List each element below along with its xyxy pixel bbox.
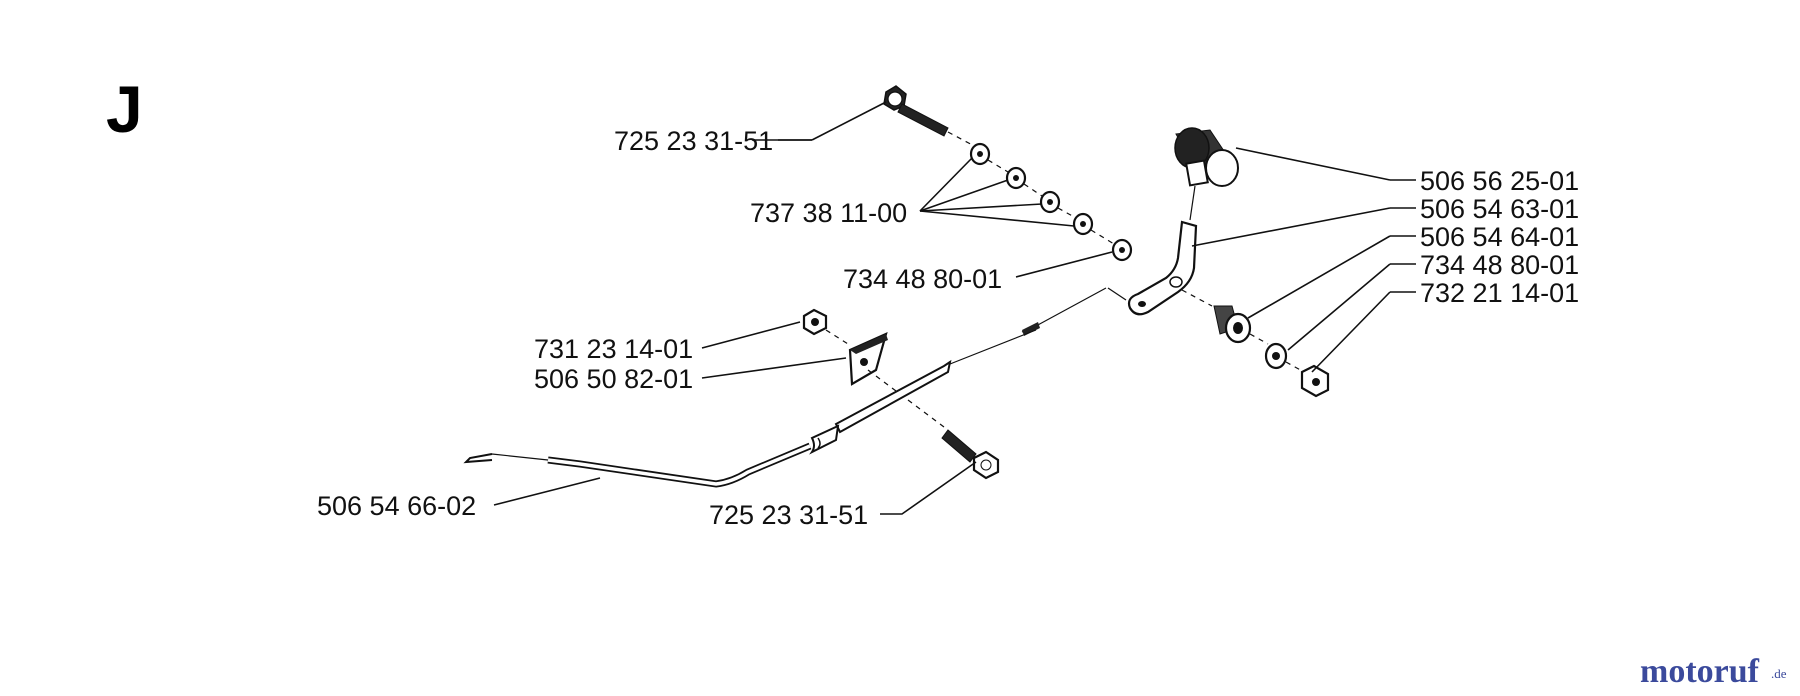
label-bracket-clip: 506 50 82-01 — [534, 364, 693, 394]
section-letter: J — [106, 72, 143, 146]
label-washer-right: 734 48 80-01 — [1420, 250, 1579, 280]
label-lever: 506 54 63-01 — [1420, 194, 1579, 224]
label-pivot: 506 54 64-01 — [1420, 222, 1579, 252]
lever-part — [1127, 220, 1198, 316]
label-nut-right: 732 21 14-01 — [1420, 278, 1579, 308]
pivot-part — [1181, 289, 1269, 345]
label-bolt-top: 725 23 31-51 — [614, 126, 773, 156]
leader-lines — [493, 101, 1391, 515]
washer-right-part — [1264, 342, 1305, 373]
label-nut-left: 731 23 14-01 — [534, 334, 693, 364]
watermark-brand: motoruf — [1640, 653, 1760, 690]
label-washer-mid: 734 48 80-01 — [843, 264, 1002, 294]
label-knob: 506 56 25-01 — [1420, 166, 1579, 196]
nut-right-part — [1300, 364, 1330, 398]
bracket-clip-part — [848, 332, 949, 431]
bolt-bottom-part — [941, 429, 1000, 480]
cable-part — [463, 287, 1127, 488]
watermark-suffix: .de — [1771, 666, 1787, 681]
bolt-top-part — [883, 85, 979, 149]
knob-part — [1174, 127, 1239, 221]
label-bolt-bottom: 725 23 31-51 — [709, 500, 868, 530]
watermark-logo: motoruf .de — [1640, 653, 1787, 690]
nut-left-part — [802, 308, 849, 345]
label-cable: 506 54 66-02 — [317, 491, 476, 521]
washers-part — [969, 142, 1133, 262]
label-washers: 737 38 11-00 — [750, 198, 907, 228]
